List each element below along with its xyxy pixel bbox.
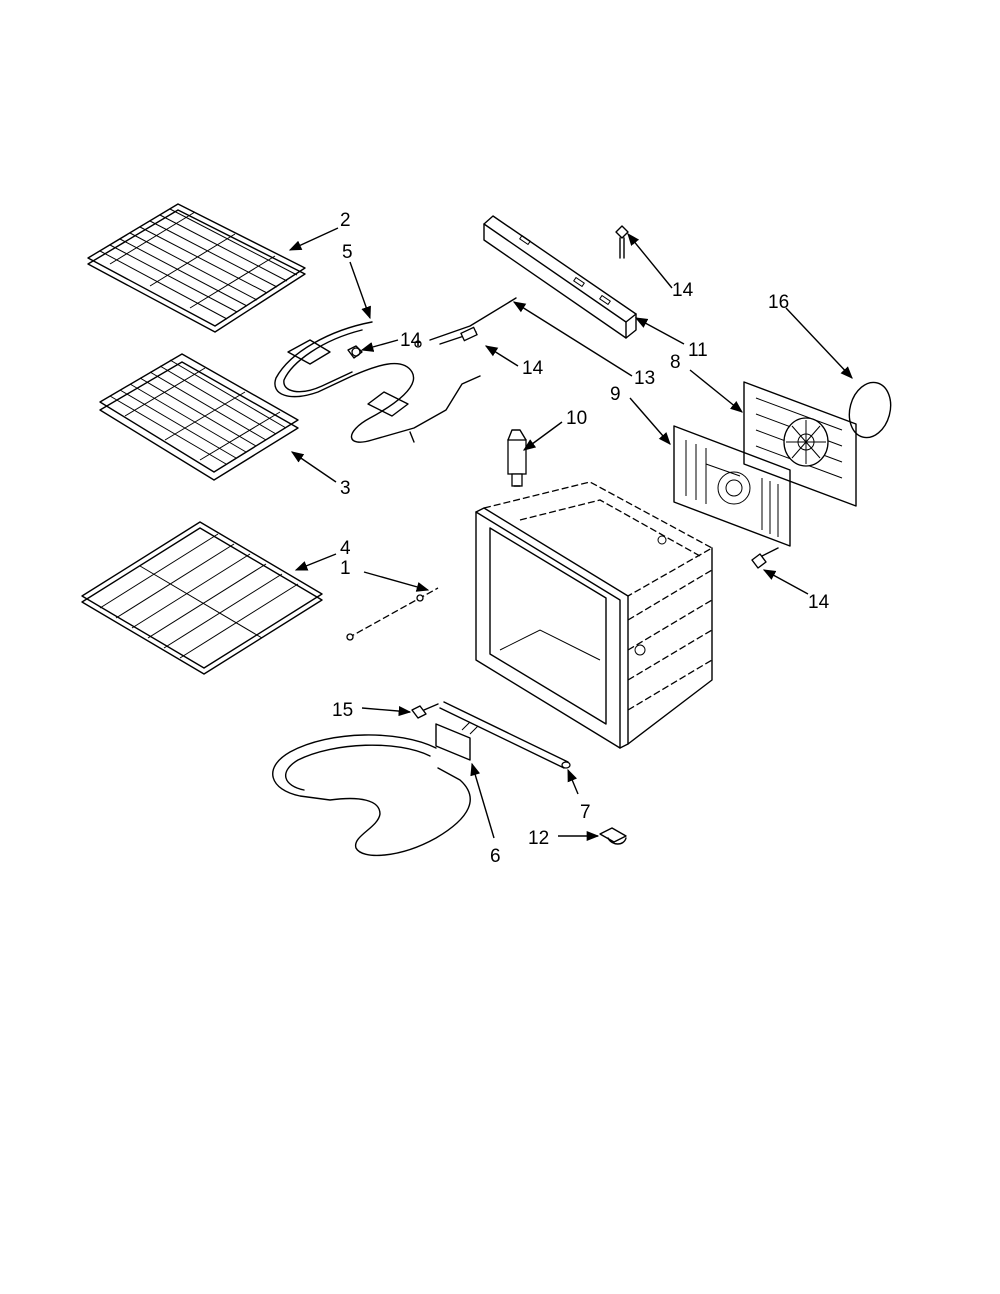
part-1-rack-rod[interactable]	[346, 587, 439, 641]
screw-15[interactable]	[411, 703, 439, 719]
part-11-vent-bracket[interactable]	[483, 215, 637, 339]
callout-5: 5	[342, 242, 353, 263]
leader-lines	[288, 227, 853, 842]
screw-14-top[interactable]	[615, 225, 629, 259]
oven-cavity	[475, 481, 714, 749]
screw-14-fan[interactable]	[751, 547, 779, 569]
callout-10: 10	[566, 408, 587, 429]
callout-1: 1	[340, 558, 351, 579]
callout-14: 14	[400, 330, 422, 351]
callout-4: 4	[340, 538, 351, 559]
callout-11: 11	[688, 340, 708, 361]
callout-9: 9	[610, 384, 621, 405]
callout-7: 7	[580, 802, 591, 823]
part-5-broil-element[interactable]	[274, 321, 481, 443]
callout-16: 16	[768, 292, 789, 313]
callout-2: 2	[340, 210, 351, 231]
callout-6: 6	[490, 846, 501, 867]
callout-labels: 2 5 14 14 14 14 3 4 1 11 13 16 8 9 10 15…	[332, 210, 830, 867]
callout-3: 3	[340, 478, 351, 499]
part-12-clip[interactable]	[599, 827, 627, 845]
part-8-convection-fan[interactable]	[743, 381, 857, 507]
callout-12: 12	[528, 828, 549, 849]
callout-14: 14	[672, 280, 694, 301]
part-9-fan-cover[interactable]	[673, 425, 791, 547]
callout-14: 14	[808, 592, 830, 613]
callout-8: 8	[670, 352, 681, 373]
part-4-oven-rack[interactable]	[81, 521, 323, 675]
part-13-oven-sensor[interactable]	[414, 297, 517, 348]
screw-14-element[interactable]	[347, 345, 363, 359]
part-16-gasket[interactable]	[843, 378, 896, 442]
callout-13: 13	[634, 368, 655, 389]
part-10-light-socket[interactable]	[507, 429, 527, 487]
callout-14: 14	[522, 358, 544, 379]
part-6-bake-element[interactable]	[272, 721, 479, 857]
callout-15: 15	[332, 700, 353, 721]
part-2-oven-rack[interactable]	[87, 203, 306, 333]
part-7-tube[interactable]	[439, 701, 571, 769]
part-3-oven-rack[interactable]	[99, 353, 299, 481]
